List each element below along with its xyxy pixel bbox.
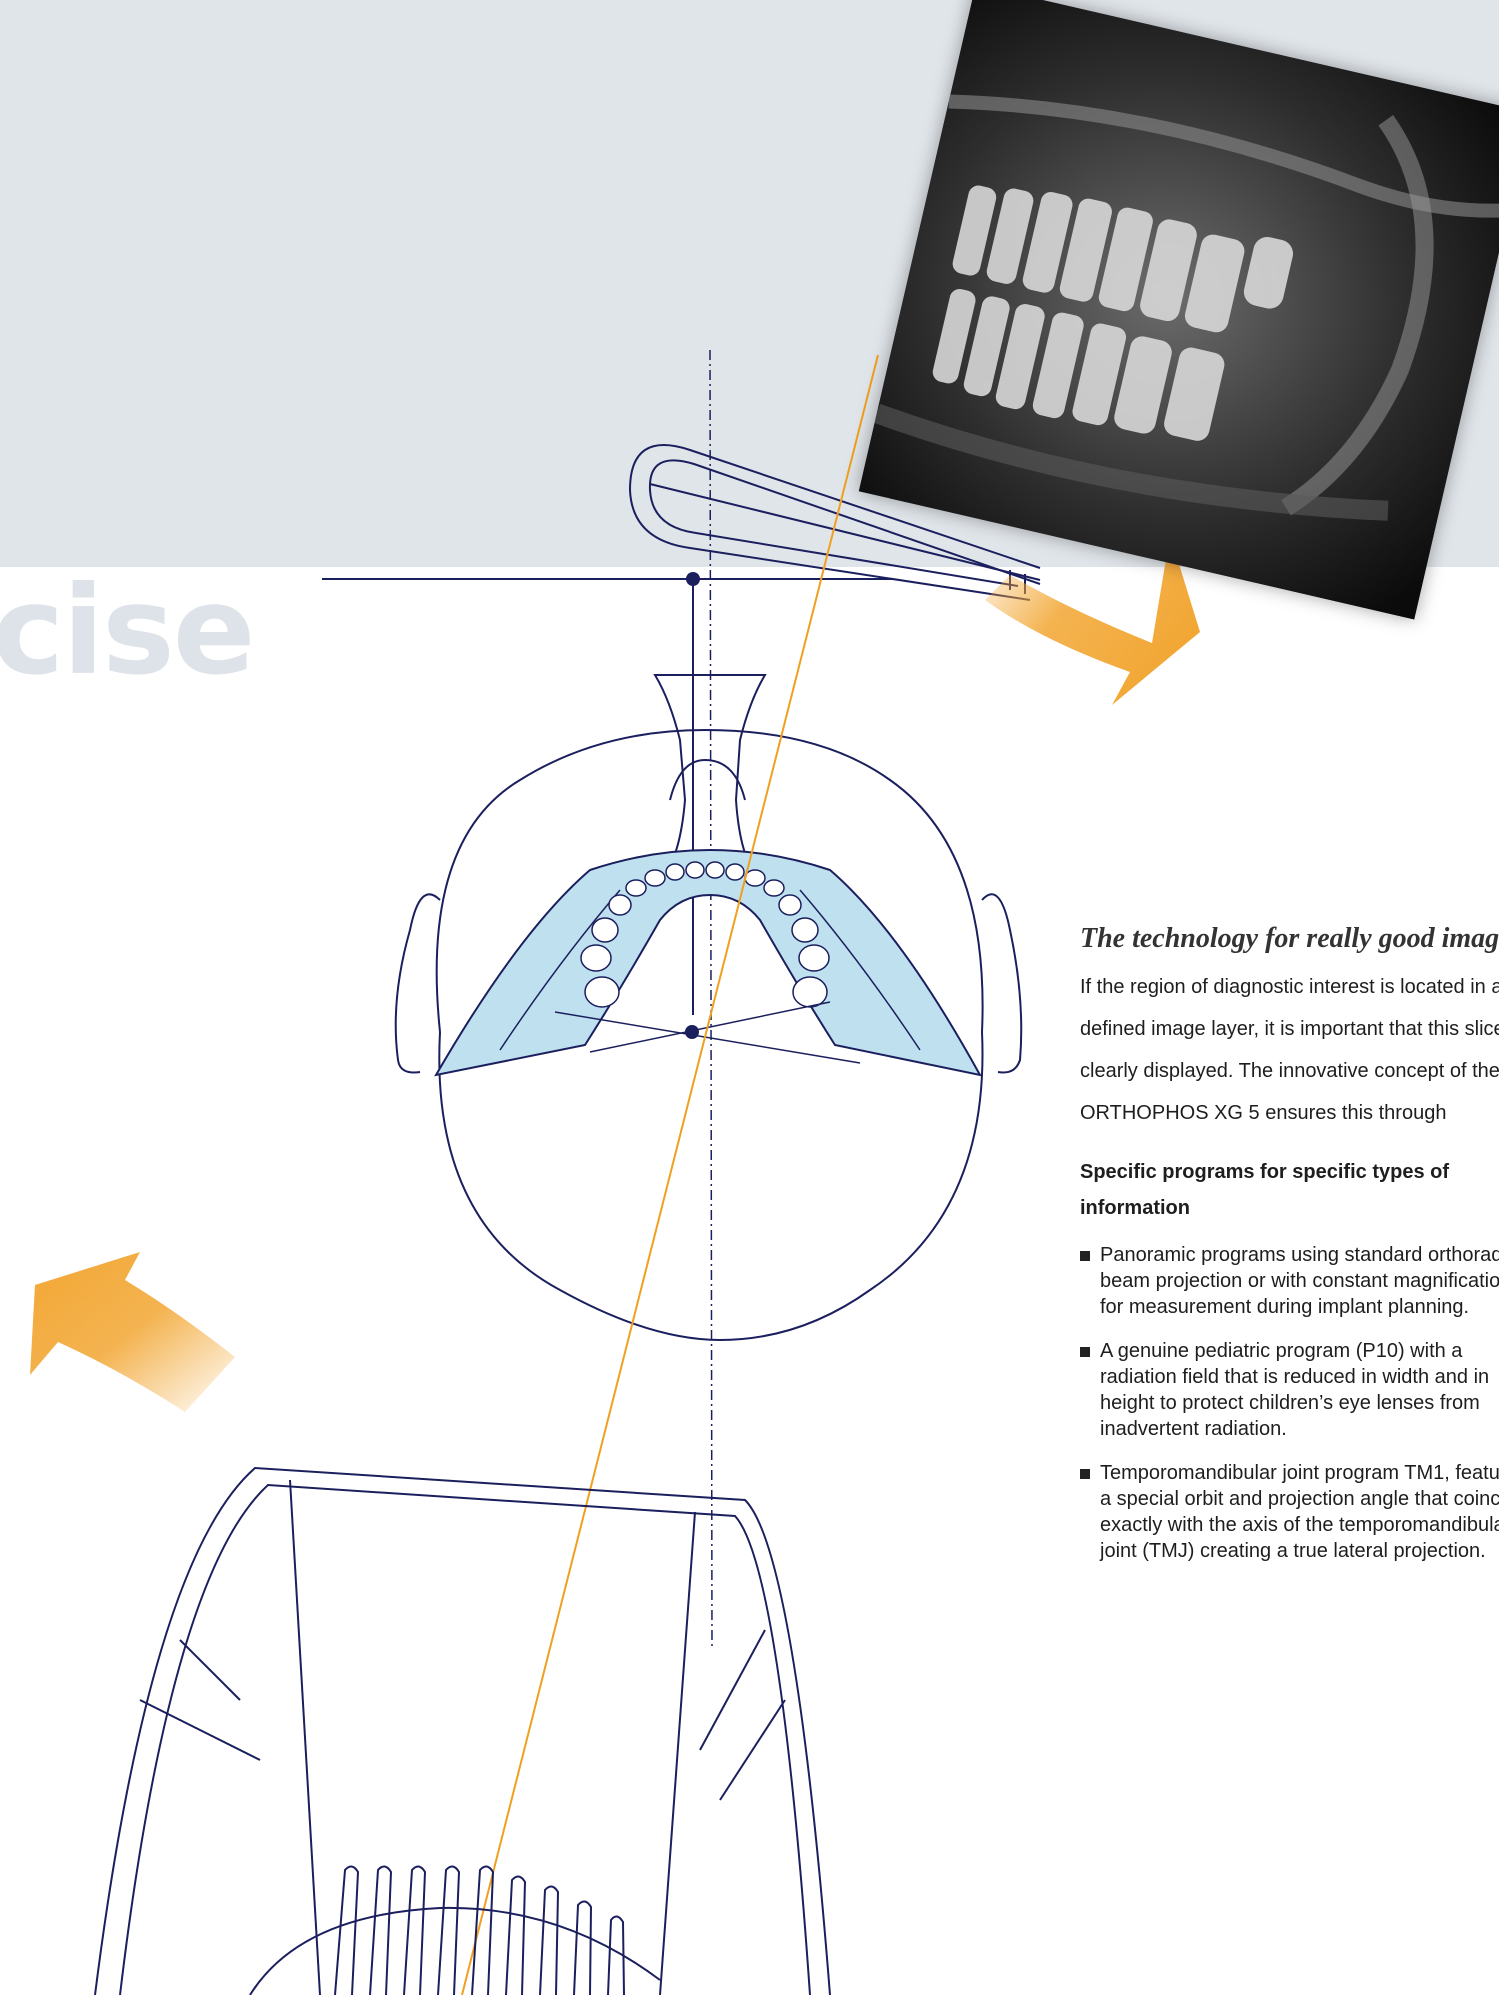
text-column: The technology for really good images! I… — [1080, 920, 1499, 1582]
jaw-arch — [436, 850, 980, 1075]
beam-line — [462, 355, 878, 1995]
section-subtitle: The technology for really good images! — [1080, 920, 1499, 958]
tube-head-outline — [95, 1468, 830, 1995]
list-item: A genuine pediatric program (P10) with a… — [1080, 1338, 1499, 1442]
list-item: Temporomandibular joint program TM1, fea… — [1080, 1460, 1499, 1564]
pivot-point-top — [686, 572, 700, 586]
program-list: Panoramic programs using standard orthor… — [1080, 1242, 1499, 1564]
list-item: Panoramic programs using standard orthor… — [1080, 1242, 1499, 1320]
pivot-point-center — [685, 1025, 699, 1039]
section-heading: Specific programs for specific types of … — [1080, 1154, 1499, 1226]
cooling-fins — [335, 1866, 624, 1995]
intro-paragraph: If the region of diagnostic interest is … — [1080, 966, 1499, 1134]
rotation-arrow-left-icon — [30, 1252, 235, 1412]
